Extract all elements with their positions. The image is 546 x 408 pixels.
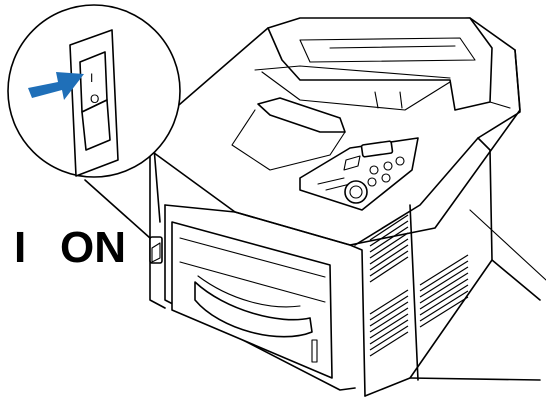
printer-front-face — [149, 149, 166, 309]
caption-on-label: ON — [60, 223, 126, 272]
caption-on-symbol: I — [14, 223, 26, 272]
arrow-right-icon — [28, 72, 84, 100]
switch-on-mark: I — [90, 71, 93, 85]
printer-icon — [149, 17, 546, 397]
switch-callout: I O — [7, 4, 181, 239]
side-vents — [369, 214, 469, 357]
control-panel — [299, 137, 419, 211]
switch-off-mark: O — [90, 92, 99, 106]
paper-cassette — [171, 221, 333, 379]
lcd-display — [360, 140, 394, 158]
power-switch-icon: I O — [69, 29, 119, 177]
output-tray — [267, 17, 493, 111]
dial-button — [344, 180, 368, 204]
